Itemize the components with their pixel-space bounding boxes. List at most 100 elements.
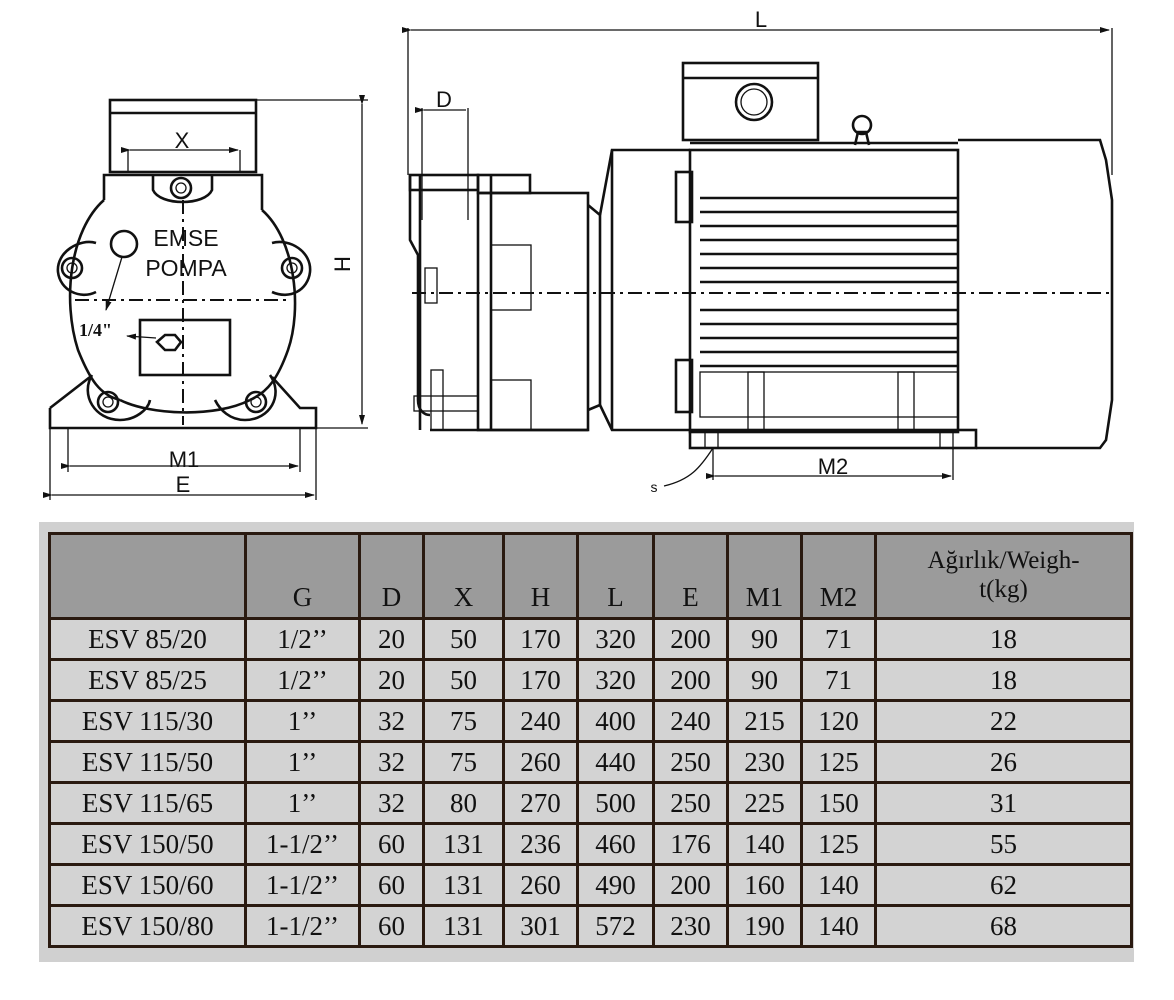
cell-x: 131 [422,904,505,948]
cell-x: 131 [422,822,505,866]
cell-m1: 90 [726,617,803,661]
header-l: L [576,532,655,620]
cell-model: ESV 115/50 [48,740,247,784]
cell-e: 250 [652,781,729,825]
header-model [48,532,247,620]
cell-l: 460 [576,822,655,866]
cell-weight: 18 [874,658,1133,702]
cell-e: 240 [652,699,729,743]
dim-x-label: X [175,128,190,153]
dim-s-label: s [651,479,658,495]
cell-h: 301 [502,904,579,948]
cell-x: 80 [422,781,505,825]
cell-model: ESV 150/50 [48,822,247,866]
cell-d: 60 [358,904,425,948]
cell-weight: 62 [874,863,1133,907]
header-g: G [244,532,361,620]
cell-h: 270 [502,781,579,825]
cell-m2: 71 [800,617,877,661]
cell-d: 60 [358,863,425,907]
cell-e: 176 [652,822,729,866]
front-view: X EMSE POMPA 1/4" [43,95,368,500]
cell-g: 1-1/2’’ [244,904,361,948]
cell-g: 1’’ [244,781,361,825]
cell-l: 400 [576,699,655,743]
cell-g: 1-1/2’’ [244,863,361,907]
cell-x: 131 [422,863,505,907]
cell-weight: 68 [874,904,1133,948]
cell-h: 260 [502,740,579,784]
cell-d: 20 [358,617,425,661]
side-view: L D [402,7,1114,495]
cell-l: 490 [576,863,655,907]
cell-m2: 140 [800,904,877,948]
cell-x: 50 [422,617,505,661]
dim-h-label: H [330,256,355,272]
cell-weight: 26 [874,740,1133,784]
cell-x: 75 [422,740,505,784]
cell-m1: 225 [726,781,803,825]
cell-h: 260 [502,863,579,907]
cell-h: 170 [502,658,579,702]
spec-table-panel: G D X H L E M1 M2 Ağırlık/Weigh- t(kg) E… [39,522,1134,962]
pump-dimension-drawing: X EMSE POMPA 1/4" [43,7,1114,500]
cell-m1: 230 [726,740,803,784]
cell-e: 250 [652,740,729,784]
cell-h: 170 [502,617,579,661]
cell-e: 230 [652,904,729,948]
cell-m2: 150 [800,781,877,825]
cell-m2: 125 [800,822,877,866]
header-d: D [358,532,425,620]
cell-g: 1-1/2’’ [244,822,361,866]
cell-weight: 18 [874,617,1133,661]
dim-l-label: L [755,7,767,32]
drain-port-label: 1/4" [79,320,112,340]
cell-model: ESV 85/20 [48,617,247,661]
header-weight-line2: t(kg) [979,576,1028,603]
cell-h: 240 [502,699,579,743]
dim-m1-label: M1 [169,447,200,472]
cell-d: 32 [358,699,425,743]
cell-g: 1’’ [244,740,361,784]
motor-cooling-fins [700,196,958,368]
cell-m2: 140 [800,863,877,907]
cell-model: ESV 85/25 [48,658,247,702]
header-e: E [652,532,729,620]
dim-m2-label: M2 [818,454,849,479]
cell-l: 500 [576,781,655,825]
cell-g: 1/2’’ [244,658,361,702]
cell-h: 236 [502,822,579,866]
cell-m1: 140 [726,822,803,866]
cell-d: 60 [358,822,425,866]
cell-m1: 90 [726,658,803,702]
cell-d: 20 [358,658,425,702]
cell-m1: 190 [726,904,803,948]
cell-m1: 160 [726,863,803,907]
cell-l: 320 [576,617,655,661]
cell-weight: 31 [874,781,1133,825]
cell-e: 200 [652,617,729,661]
header-m2: M2 [800,532,877,620]
cell-x: 75 [422,699,505,743]
dim-e-label: E [176,472,191,497]
cell-model: ESV 150/80 [48,904,247,948]
cell-d: 32 [358,781,425,825]
header-weight-line1: Ağırlık/Weigh- [927,547,1080,575]
cell-m1: 215 [726,699,803,743]
cell-model: ESV 115/30 [48,699,247,743]
header-h: H [502,532,579,620]
cell-weight: 55 [874,822,1133,866]
spec-table: G D X H L E M1 M2 Ağırlık/Weigh- t(kg) E… [48,532,1133,948]
cell-m2: 71 [800,658,877,702]
cell-m2: 120 [800,699,877,743]
cell-e: 200 [652,658,729,702]
cell-model: ESV 115/65 [48,781,247,825]
dim-d-label: D [436,87,452,112]
